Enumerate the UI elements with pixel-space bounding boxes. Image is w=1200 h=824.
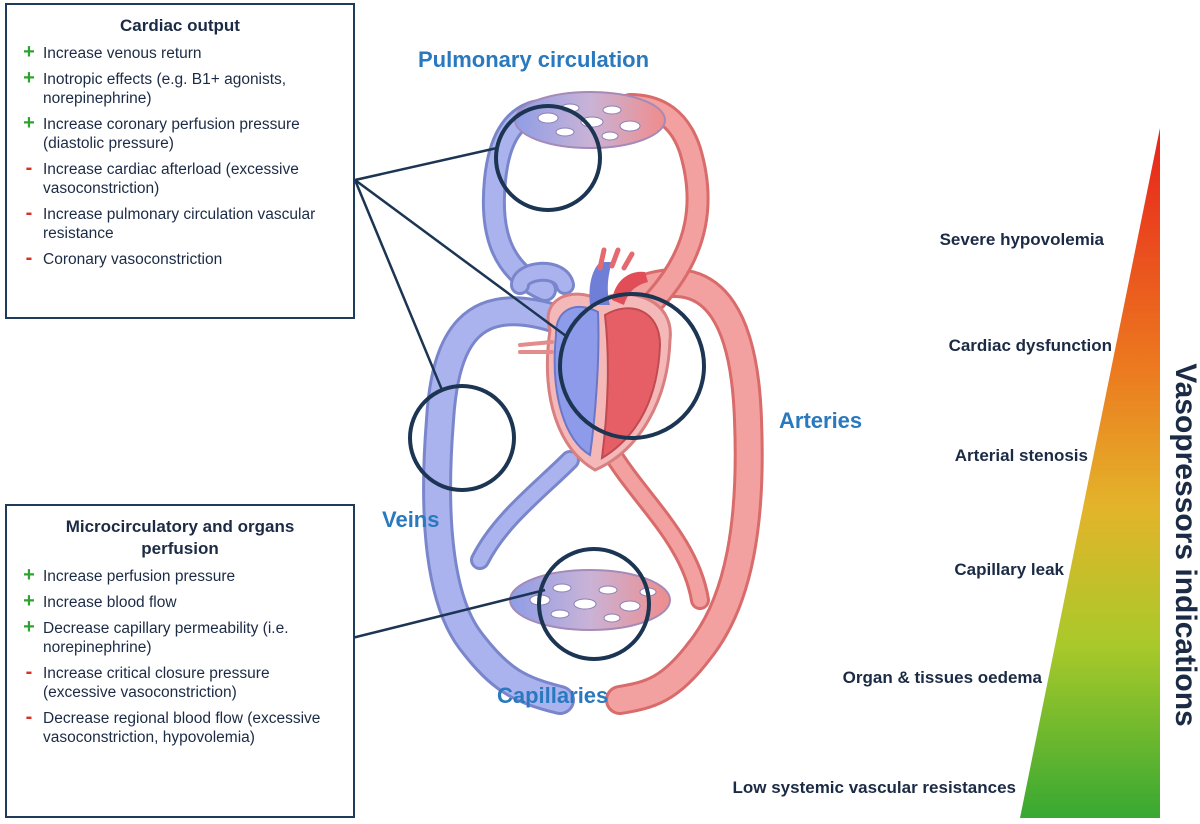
indication-arterial-stenosis: Arterial stenosis [954, 446, 1088, 465]
plus-icon: + [23, 616, 35, 638]
heart [518, 247, 672, 472]
connector-lines [351, 146, 567, 640]
list-item-text: Inotropic effects (e.g. B1+ agonists, no… [43, 71, 287, 107]
vasopressors-indications-title: Vasopressors indications [1169, 363, 1200, 727]
pulmonary-capillary-bed [514, 91, 666, 149]
list-item: -Increase critical closure pressure (exc… [19, 661, 341, 702]
list-item-text: Decrease regional blood flow (excessive … [43, 710, 321, 746]
plus-icon: + [23, 112, 35, 134]
list-item-text: Increase cardiac afterload (excessive va… [43, 161, 299, 197]
artery-vessels [600, 93, 764, 715]
plus-icon: + [23, 590, 35, 612]
capillary-zoom-circle [537, 547, 651, 661]
plus-icon: + [23, 41, 35, 63]
indication-organ-oedema: Organ & tissues oedema [842, 668, 1042, 687]
minus-icon: - [25, 706, 33, 728]
systemic-capillary-bed [509, 569, 671, 631]
list-item-text: Coronary vasoconstriction [43, 251, 223, 268]
list-item: -Increase pulmonary circulation vascular… [19, 202, 341, 243]
minus-icon: - [25, 157, 33, 179]
list-item: + Decrease capillary permeability (i.e. n… [19, 616, 341, 657]
plus-icon: + [23, 67, 35, 89]
list-item: -Coronary vasoconstriction [19, 247, 341, 269]
list-item: + Increase coronary perfusion pressure (d… [19, 112, 341, 153]
cardiac-output-box: Cardiac output + Increase venous return +… [5, 3, 355, 319]
cardiac-output-title: Cardiac output [120, 16, 240, 35]
pulmonary-zoom-circle [494, 104, 602, 212]
arteries-label: Arteries [779, 408, 863, 433]
minus-icon: - [25, 202, 33, 224]
list-item: + Increase perfusion pressure [19, 564, 341, 586]
pulmonary-circulation-label: Pulmonary circulation [418, 47, 650, 72]
indication-severe-hypovolemia: Severe hypovolemia [939, 230, 1104, 249]
microcirculatory-list: + Increase perfusion pressure + Increase b… [19, 564, 341, 747]
list-item-text: Increase pulmonary circulation vascular … [43, 206, 316, 242]
list-item-text: Increase perfusion pressure [43, 568, 236, 585]
list-item-text: Increase blood flow [43, 594, 177, 611]
cardiac-output-list: + Increase venous return + Inotropic effec… [19, 41, 341, 269]
minus-icon: - [25, 247, 33, 269]
indication-cardiac-dysfunction: Cardiac dysfunction [948, 336, 1112, 355]
vein-vessels [422, 98, 580, 715]
zoom-circles [408, 104, 706, 661]
plus-icon: + [23, 564, 35, 586]
microcirculatory-box: Microcirculatory and organs perfusion + I… [5, 504, 355, 818]
list-item: + Increase blood flow [19, 590, 341, 612]
minus-icon: - [25, 661, 33, 683]
list-item-text: Increase critical closure pressure (exce… [43, 665, 270, 701]
indication-capillary-leak: Capillary leak [954, 560, 1064, 579]
list-item-text: Increase coronary perfusion pressure (di… [43, 116, 300, 152]
capillaries-label: Capillaries [497, 683, 609, 708]
vein-zoom-circle [408, 384, 516, 492]
list-item: -Decrease regional blood flow (excessive… [19, 706, 341, 747]
microcirculatory-title: Microcirculatory and organs perfusion [65, 517, 295, 558]
heart-zoom-circle [558, 292, 706, 440]
indication-low-svr: Low systemic vascular resistances [732, 778, 1017, 797]
indications-gradient-triangle [1020, 128, 1160, 818]
list-item-text: Increase venous return [43, 45, 202, 62]
list-item: + Increase venous return [19, 41, 341, 63]
veins-label: Veins [382, 507, 440, 532]
list-item-text: Decrease capillary permeability (i.e. no… [43, 620, 289, 656]
list-item: + Inotropic effects (e.g. B1+ agonists, n… [19, 67, 341, 108]
list-item: -Increase cardiac afterload (excessive v… [19, 157, 341, 198]
